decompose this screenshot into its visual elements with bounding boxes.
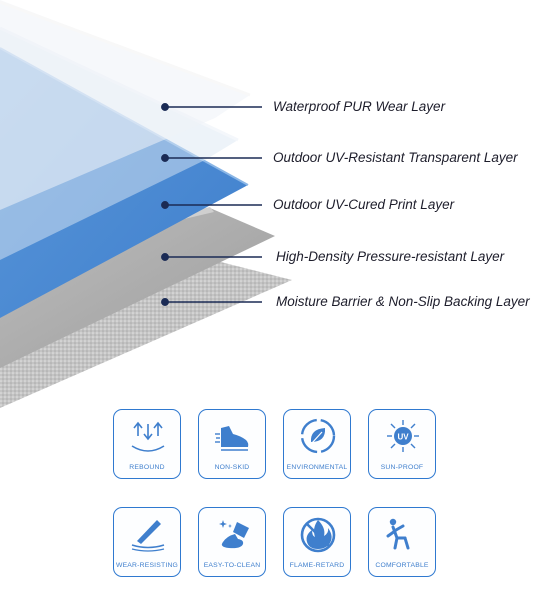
spill-cup-icon	[219, 520, 249, 549]
feature-card-easy-to-clean: EASY-TO-CLEAN	[198, 507, 266, 577]
feature-label: ENVIRONMENTAL	[286, 464, 348, 471]
feature-card-wear-resisting: WEAR-RESISTING	[113, 507, 181, 577]
yoga-person-icon	[386, 518, 410, 550]
pressure-layer-label: High-Density Pressure-resistant Layer	[276, 249, 505, 264]
rebound-arrows-icon	[131, 421, 165, 452]
feature-label: FLAME-RETARD	[289, 562, 345, 569]
shoe-icon	[215, 426, 249, 451]
wear-layer	[0, 0, 250, 210]
uv-sun-icon: UV	[387, 420, 419, 452]
flooring-layers-diagram	[0, 0, 292, 408]
feature-card-rebound: REBOUND	[113, 409, 181, 479]
feature-label: COMFORTABLE	[375, 562, 429, 569]
feature-card-flame-retard: FLAME-RETARD	[283, 507, 351, 577]
backing-layer-label: Moisture Barrier & Non-Slip Backing Laye…	[276, 294, 530, 309]
no-fire-icon	[300, 517, 336, 553]
feature-label: WEAR-RESISTING	[115, 562, 179, 569]
feature-card-sun-proof: UV SUN-PROOF	[368, 409, 436, 479]
feature-card-environmental: ENVIRONMENTAL	[283, 409, 351, 479]
svg-text:UV: UV	[397, 433, 409, 442]
feature-label: REBOUND	[129, 464, 165, 471]
recycle-leaf-icon	[300, 418, 336, 454]
transparent-layer-label: Outdoor UV-Resistant Transparent Layer	[273, 150, 518, 165]
wear-layer-label: Waterproof PUR Wear Layer	[273, 99, 446, 114]
feature-label: NON-SKID	[214, 464, 250, 471]
feature-label: SUN-PROOF	[380, 464, 424, 471]
feature-label: EASY-TO-CLEAN	[203, 562, 261, 569]
blade-scratch-icon	[131, 520, 165, 552]
feature-card-comfortable: COMFORTABLE	[368, 507, 436, 577]
print-layer-label: Outdoor UV-Cured Print Layer	[273, 197, 455, 212]
feature-card-non-skid: NON-SKID	[198, 409, 266, 479]
